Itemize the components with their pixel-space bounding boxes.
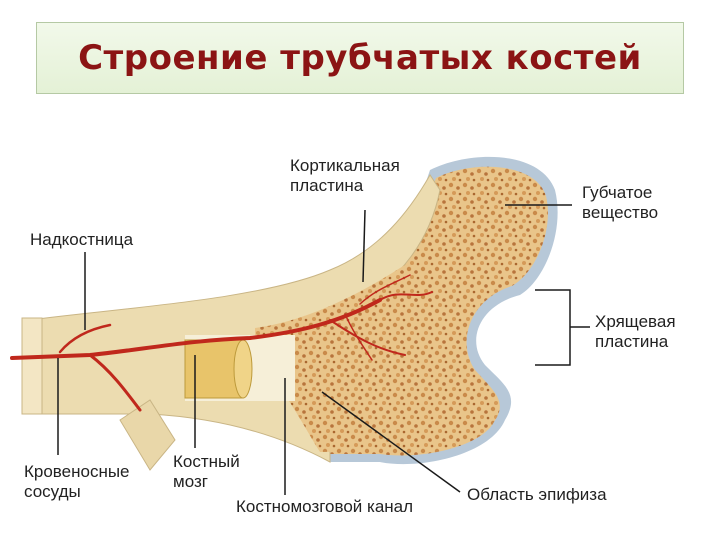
label-cartilage-plate: Хрящевая пластина	[595, 312, 676, 352]
label-blood-vessels: Кровеносные сосуды	[24, 462, 130, 502]
label-periosteum: Надкостница	[30, 230, 133, 250]
label-spongy-substance: Губчатое вещество	[582, 183, 658, 223]
label-medullary-canal: Костномозговой канал	[236, 497, 413, 517]
label-epiphysis-region: Область эпифиза	[467, 485, 607, 505]
periosteum-cut-end	[22, 318, 42, 414]
label-bone-marrow: Костный мозг	[173, 452, 240, 492]
bone-marrow-end	[234, 340, 252, 398]
label-cortical-plate: Кортикальная пластина	[290, 156, 400, 196]
